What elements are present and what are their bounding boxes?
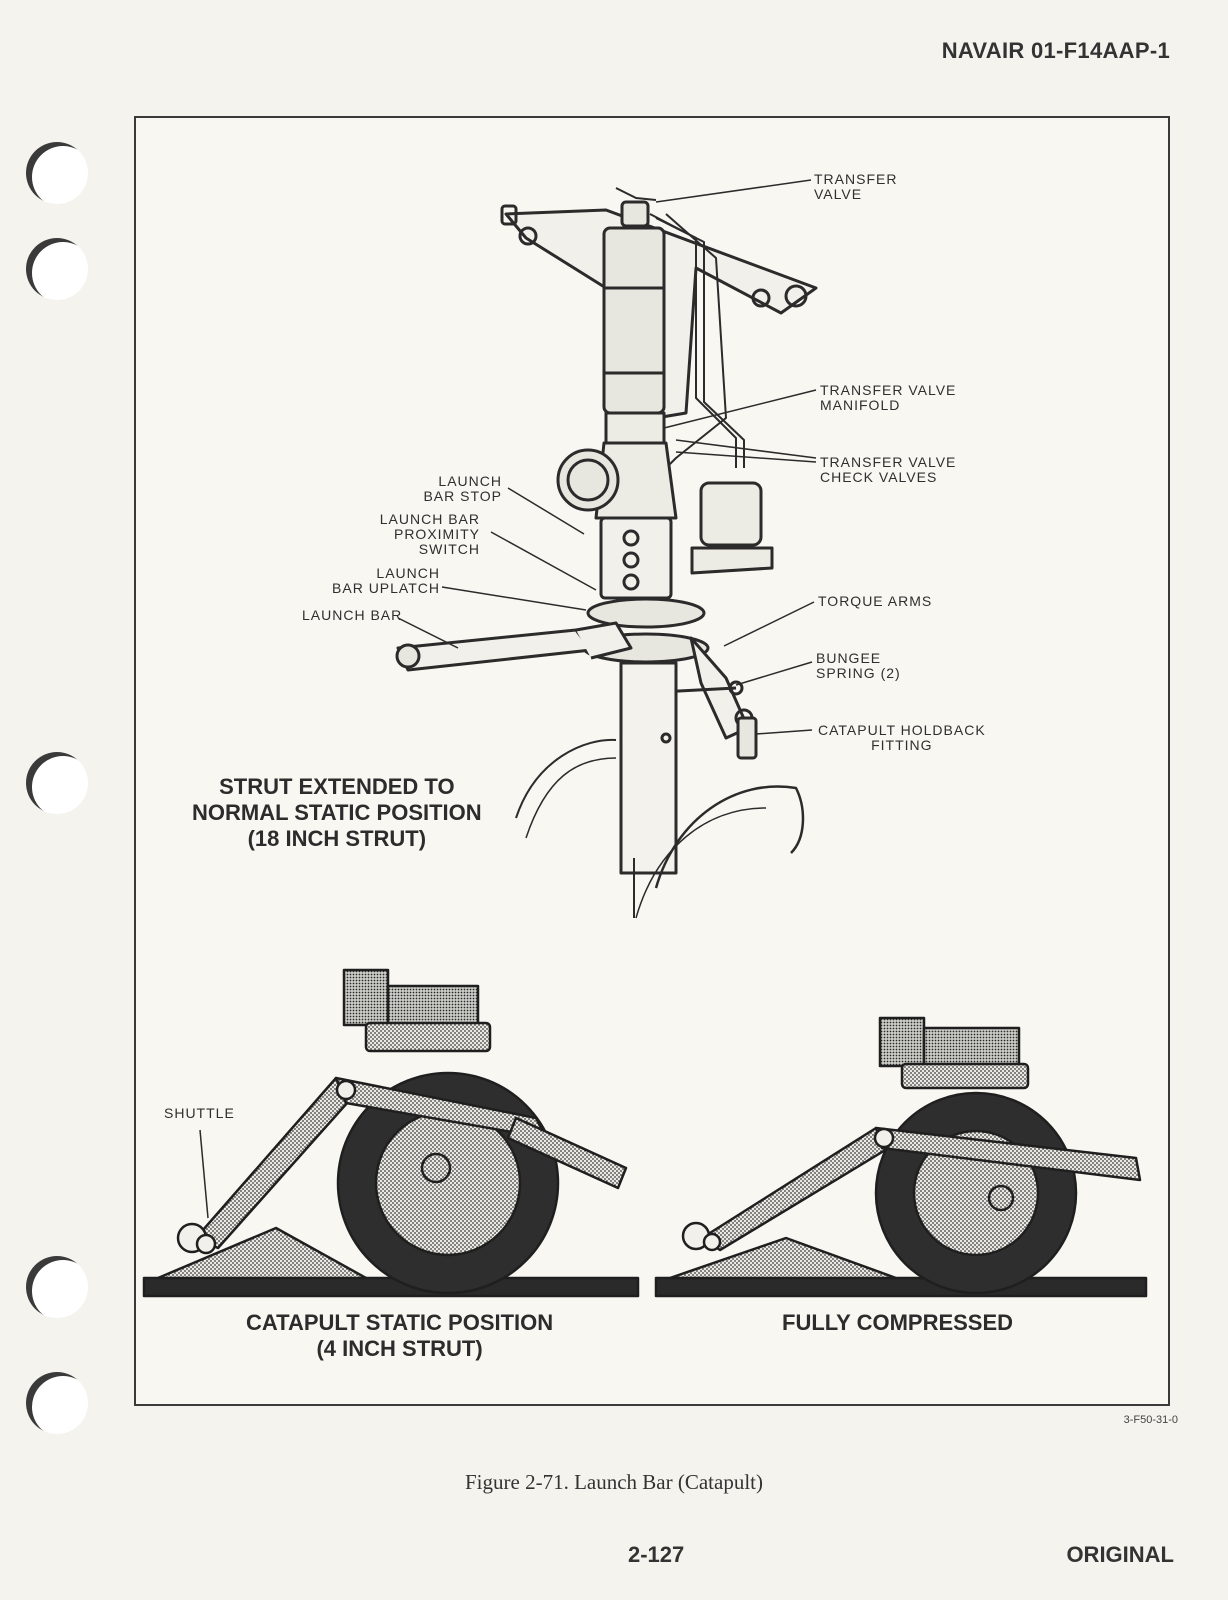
- landing-gear-illustration: [142, 179, 1148, 1298]
- callout-transfer-valve: TRANSFER VALVE: [814, 171, 898, 202]
- art-identifier: 3-F50-31-0: [1123, 1414, 1178, 1426]
- binder-hole-4: [26, 1256, 88, 1318]
- callout-catapult-holdback-fitting: CATAPULT HOLDBACK FITTING: [818, 722, 986, 753]
- callout-launch-bar-proximity-switch: LAUNCH BAR PROXIMITY SWITCH: [379, 511, 480, 557]
- title-catapult-static-position: CATAPULT STATIC POSITION (4 INCH STRUT): [246, 1310, 554, 1361]
- binder-hole-2: [26, 238, 88, 300]
- revision-status: ORIGINAL: [1066, 1542, 1174, 1567]
- callout-transfer-valve-check-valves: TRANSFER VALVE CHECK VALVES: [820, 454, 957, 485]
- document-id: NAVAIR 01-F14AAP-1: [941, 38, 1170, 63]
- fully-compressed-view: [654, 1016, 1148, 1298]
- callout-torque-arms: TORQUE ARMS: [818, 593, 933, 609]
- callout-launch-bar: LAUNCH BAR: [302, 607, 403, 623]
- catapult-static-view: [142, 968, 640, 1298]
- callout-leader-lines: [199, 179, 817, 1219]
- callout-launch-bar-stop: LAUNCH BAR STOP: [423, 473, 502, 504]
- binder-hole-1: [26, 142, 88, 204]
- figure-caption: Figure 2-71. Launch Bar (Catapult): [465, 1470, 763, 1494]
- figure-frame: TRANSFER VALVE TRANSFER VALVE MANIFOLD T…: [134, 116, 1170, 1406]
- page-number: 2-127: [628, 1542, 685, 1567]
- callout-shuttle: SHUTTLE: [164, 1105, 235, 1121]
- title-fully-compressed: FULLY COMPRESSED: [782, 1310, 1014, 1335]
- title-strut-extended: STRUT EXTENDED TO NORMAL STATIC POSITION…: [192, 774, 482, 851]
- callout-launch-bar-uplatch: LAUNCH BAR UPLATCH: [332, 565, 440, 596]
- callout-transfer-valve-manifold: TRANSFER VALVE MANIFOLD: [820, 382, 957, 413]
- binder-hole-5: [26, 1372, 88, 1434]
- binder-hole-3: [26, 752, 88, 814]
- callout-bungee-spring: BUNGEE SPRING (2): [816, 650, 901, 681]
